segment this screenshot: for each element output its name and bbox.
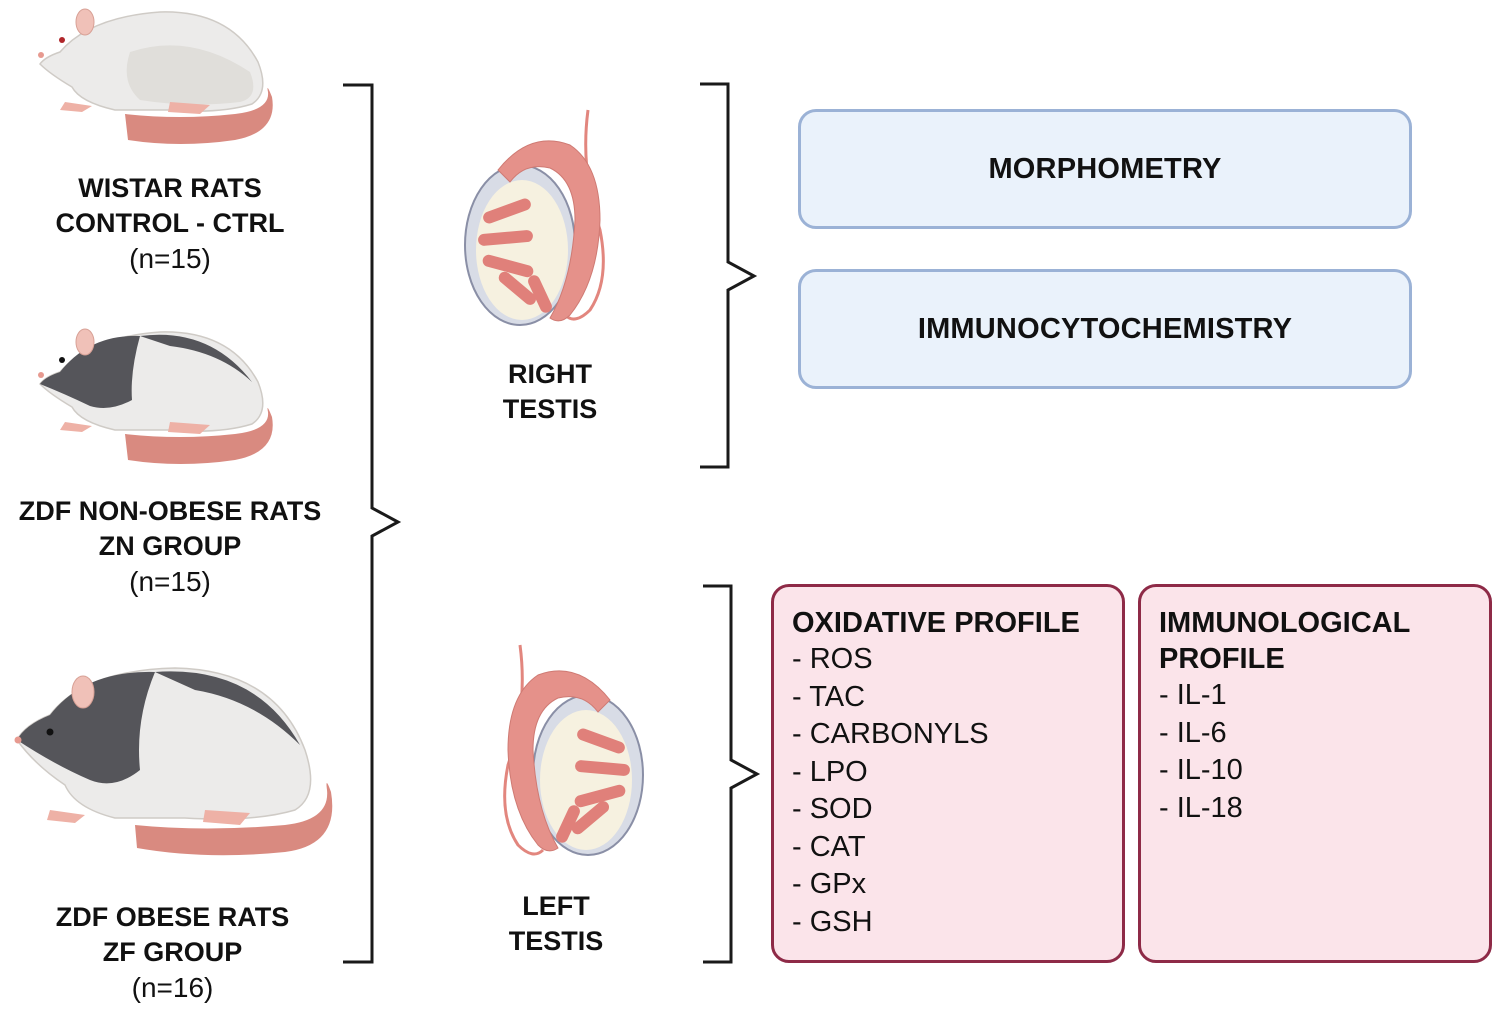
oxidative-profile-box: OXIDATIVE PROFILE - ROS - TAC - CARBONYL… [771, 584, 1125, 963]
group-sample-size: (n=15) [129, 243, 211, 274]
immunocytochemistry-box: IMMUNOCYTOCHEMISTRY [798, 269, 1412, 389]
morphometry-label: MORPHOMETRY [988, 152, 1222, 185]
left-testis-icon [503, 644, 644, 856]
list-item: - IL-10 [1159, 754, 1243, 786]
immunological-profile-title-line1: IMMUNOLOGICAL [1159, 607, 1411, 639]
oxidative-profile-title: OXIDATIVE PROFILE [792, 607, 1080, 639]
list-item: - IL-6 [1159, 716, 1227, 749]
list-item: - GSH [792, 905, 873, 938]
group-sample-size: (n=15) [129, 566, 211, 597]
hooded-rat-icon [38, 328, 273, 464]
group-label-zn: ZDF NON-OBESE RATS ZN GROUP (n=15) [0, 494, 340, 599]
group-sample-size: (n=16) [131, 972, 214, 1003]
list-item: - IL-18 [1159, 791, 1243, 824]
list-item: - LPO [792, 755, 868, 788]
list-item: - CARBONYLS [792, 718, 989, 750]
immunological-profile-box: IMMUNOLOGICAL PROFILE - IL-1 - IL-6 - IL… [1138, 584, 1492, 963]
testis-label-line1: RIGHT [508, 359, 592, 389]
group-subtitle: CONTROL - CTRL [55, 208, 285, 238]
list-item: - ROS [792, 643, 873, 675]
obese-hooded-rat-icon [14, 667, 333, 856]
list-item: - GPx [792, 868, 867, 900]
testis-label-line1: LEFT [522, 891, 590, 921]
immunocytochemistry-label: IMMUNOCYTOCHEMISTRY [917, 312, 1293, 345]
group-subtitle: ZN GROUP [98, 531, 242, 561]
group-name: ZDF OBESE RATS [55, 902, 290, 932]
left-testis-label: LEFT TESTIS [476, 889, 636, 959]
group-subtitle: ZF GROUP [102, 937, 243, 967]
list-item: - SOD [792, 793, 873, 825]
group-label-ctrl: WISTAR RATS CONTROL - CTRL (n=15) [0, 171, 340, 276]
testis-label-line2: TESTIS [502, 394, 598, 424]
list-item: - CAT [792, 830, 866, 863]
right-testis-icon [464, 109, 605, 326]
list-item: - TAC [792, 680, 866, 713]
testis-label-line2: TESTIS [508, 926, 604, 956]
immunological-profile-title-line2: PROFILE [1159, 643, 1285, 675]
group-label-zf: ZDF OBESE RATS ZF GROUP (n=16) [0, 900, 345, 1005]
white-rat-icon [38, 8, 273, 144]
morphometry-box: MORPHOMETRY [798, 109, 1412, 229]
group-name: WISTAR RATS [78, 173, 262, 203]
group-name: ZDF NON-OBESE RATS [18, 496, 322, 526]
list-item: - IL-1 [1159, 679, 1227, 711]
right-testis-label: RIGHT TESTIS [470, 357, 630, 427]
